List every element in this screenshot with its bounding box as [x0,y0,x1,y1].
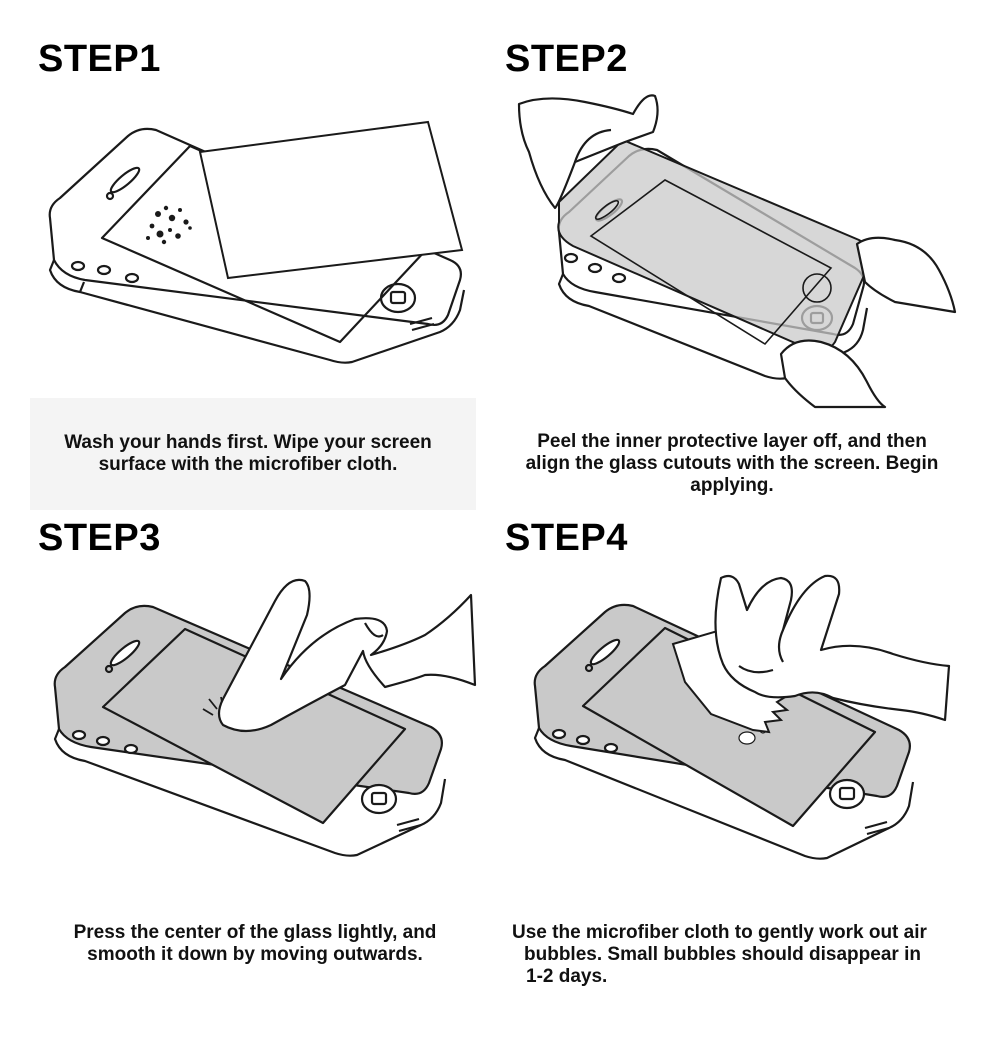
step1-title: STEP1 [38,38,161,81]
step2-caption: Peel the inner protective layer off, and… [494,431,970,497]
step3-caption-line: Press the center of the glass lightly, a… [40,922,470,944]
step4-cloth-bubbles-illustration [525,570,965,895]
step3-finger-press-illustration [45,575,485,890]
step3-caption: Press the center of the glass lightly, a… [40,922,470,966]
step2-caption-line: applying. [494,475,970,497]
step3-title: STEP3 [38,517,161,560]
step4-title: STEP4 [505,517,628,560]
step2-caption-line: Peel the inner protective layer off, and… [494,431,970,453]
step2-caption-line: align the glass cutouts with the screen.… [494,453,970,475]
step1-caption-line: surface with the microfiber cloth. [40,454,456,476]
step4-caption-line: bubbles. Small bubbles should disappear … [512,944,982,966]
step2-placing-glass-illustration [515,92,960,407]
step3-caption-line: smooth it down by moving outwards. [40,944,470,966]
step2-title: STEP2 [505,38,628,81]
step4-caption: Use the microfiber cloth to gently work … [512,922,982,988]
step4-caption-line: 1-2 days. [512,966,982,988]
step1-caption-line: Wash your hands first. Wipe your screen [40,432,456,454]
step1-caption: Wash your hands first. Wipe your screen … [40,432,456,476]
step4-caption-line: Use the microfiber cloth to gently work … [512,922,982,944]
step1-phone-cloth-illustration [40,110,480,400]
